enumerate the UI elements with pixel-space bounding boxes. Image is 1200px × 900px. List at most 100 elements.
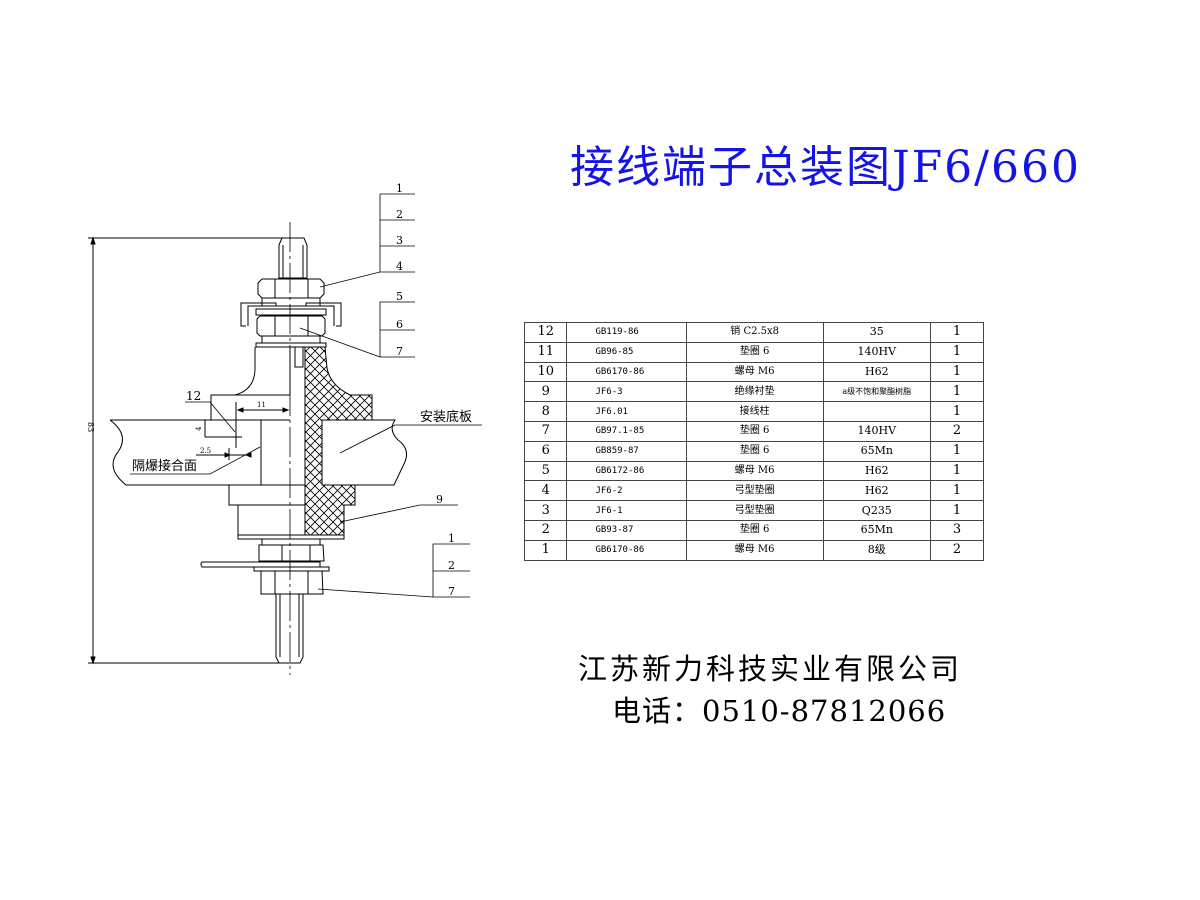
- bom-cell-number: 8: [523, 401, 568, 422]
- bom-cell-quantity: 2: [929, 539, 985, 561]
- drawing-title: 接线端子总装图JF6/660: [570, 142, 1081, 193]
- callout-top-3: 3: [396, 234, 403, 247]
- bom-cell-quantity: 1: [929, 381, 985, 403]
- dimension-11-label: 11: [257, 401, 266, 409]
- mounting-plate-right: [322, 419, 408, 486]
- top-nut: [257, 278, 325, 307]
- bom-cell-name: 弓型垫圈: [685, 500, 824, 521]
- callout-mid-5: 5: [396, 290, 403, 303]
- bom-cell-quantity: 1: [929, 341, 985, 363]
- bom-cell-material: H62: [822, 361, 931, 383]
- company-name: 江苏新力科技实业有限公司: [578, 652, 963, 686]
- lower-nut: [258, 538, 325, 562]
- bom-cell-quantity: 1: [929, 460, 985, 482]
- mounting-plate-label: 安装底板: [420, 409, 472, 425]
- bom-cell-quantity: 1: [929, 480, 985, 502]
- bom-cell-material: 140HV: [822, 341, 931, 363]
- bom-cell-standard: JF6-2: [566, 480, 687, 502]
- bow-washer: [240, 302, 342, 327]
- bom-cell-material: H62: [822, 460, 931, 482]
- bom-cell-number: 10: [523, 361, 568, 383]
- dimension-4: [204, 420, 242, 438]
- callout-bottom-7: 7: [448, 585, 455, 598]
- insulating-liner: [304, 346, 373, 536]
- bom-cell-material: 140HV: [822, 420, 931, 442]
- bom-cell-name: 螺母 M6: [685, 460, 824, 482]
- bom-cell-material: [822, 401, 931, 422]
- bom-cell-number: 9: [523, 381, 568, 403]
- bom-cell-standard: JF6.01: [566, 401, 687, 422]
- bom-cell-name: 垫圈 6: [685, 420, 824, 442]
- bom-cell-standard: GB96-85: [566, 341, 687, 363]
- cable-lug: [200, 561, 330, 572]
- bom-cell-standard: JF6-1: [566, 500, 687, 521]
- bom-cell-quantity: 1: [929, 500, 985, 521]
- bom-cell-number: 7: [523, 420, 568, 442]
- bom-cell-material: 65Mn: [822, 440, 931, 462]
- dimension-11: [235, 402, 290, 448]
- bom-cell-standard: GB6170-86: [566, 539, 687, 561]
- bom-cell-number: 1: [523, 539, 568, 561]
- bom-cell-name: 垫圈 6: [685, 519, 824, 541]
- bom-cell-number: 6: [523, 440, 568, 462]
- leader-lines: [130, 193, 482, 598]
- dimension-2-5: [196, 448, 252, 460]
- bom-cell-name: 绝缘衬垫: [685, 381, 824, 403]
- bom-cell-number: 5: [523, 460, 568, 482]
- bom-cell-material: H62: [822, 480, 931, 502]
- terminal-body: [210, 346, 304, 420]
- flameproof-joint-label: 隔爆接合面: [132, 458, 197, 474]
- bottom-stud: [275, 594, 304, 664]
- bom-cell-name: 垫圈 6: [685, 341, 824, 363]
- callout-bottom-2: 2: [448, 559, 455, 572]
- bom-cell-name: 螺母 M6: [685, 539, 824, 561]
- overall-dimension-line: [88, 236, 300, 665]
- top-stud: [278, 237, 308, 279]
- bom-cell-standard: GB6172-86: [566, 460, 687, 482]
- bom-cell-quantity: 3: [929, 519, 985, 541]
- dimension-4-label: 4: [195, 426, 203, 431]
- bom-cell-name: 垫圈 6: [685, 440, 824, 462]
- callout-12: 12: [186, 389, 201, 403]
- bom-cell-quantity: 2: [929, 420, 985, 442]
- bom-cell-number: 11: [523, 341, 568, 363]
- callout-bottom-1: 1: [448, 532, 455, 545]
- mounting-plate-left: [109, 419, 290, 486]
- bom-cell-name: 销 C2.5x8: [685, 322, 824, 343]
- callout-top-4: 4: [396, 260, 403, 273]
- second-nut: [255, 315, 327, 348]
- bom-cell-material: 35: [822, 322, 931, 343]
- bom-cell-number: 3: [523, 500, 568, 521]
- bom-cell-standard: GB93-87: [566, 519, 687, 541]
- callout-top-2: 2: [396, 208, 403, 221]
- bom-cell-number: 2: [523, 519, 568, 541]
- bom-cell-standard: GB859-87: [566, 440, 687, 462]
- bom-cell-name: 接线柱: [685, 401, 824, 422]
- bom-cell-material: Q235: [822, 500, 931, 521]
- bom-cell-standard: GB6170-86: [566, 361, 687, 383]
- bom-cell-quantity: 1: [929, 440, 985, 462]
- bom-cell-quantity: 1: [929, 322, 985, 343]
- bom-cell-material: a级不饱和聚酯树脂: [822, 381, 931, 403]
- callout-mid-7: 7: [396, 345, 403, 358]
- bom-cell-material: 8级: [822, 539, 931, 561]
- overall-dimension-label: 83: [86, 422, 95, 432]
- bottom-nut: [260, 570, 324, 595]
- callout-mid-6: 6: [396, 318, 403, 331]
- bom-cell-name: 螺母 M6: [685, 361, 824, 383]
- phone-number: 电话：0510-87812066: [612, 694, 947, 728]
